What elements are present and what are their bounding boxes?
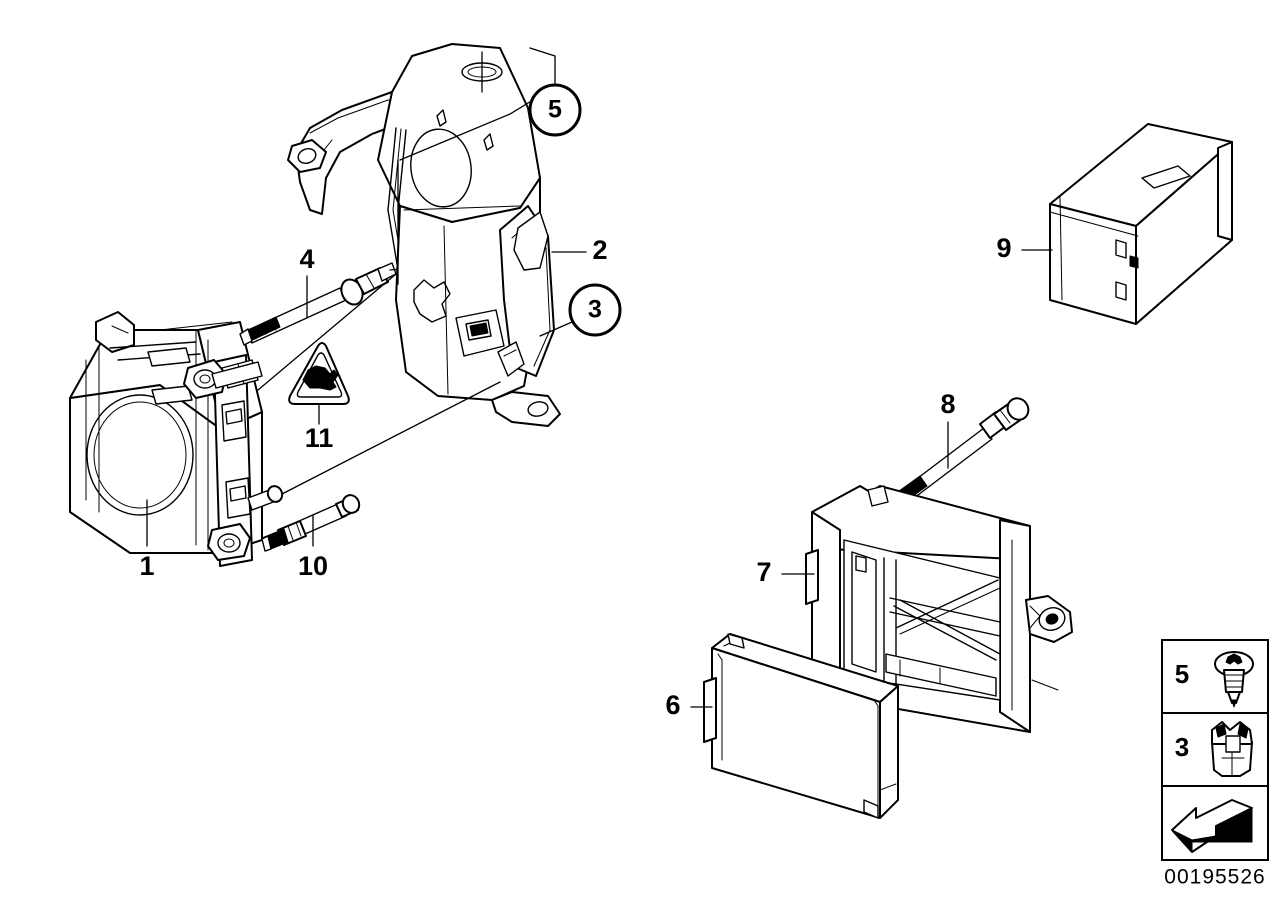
part-sensor-mounting-bracket[interactable] [287,43,561,427]
part-control-unit[interactable] [703,633,899,819]
part-sensor-fastener-stub [247,485,284,511]
callout-label-1: 1 [139,551,154,581]
callout-label-6: 6 [665,690,680,720]
part-control-unit-holder[interactable] [805,485,1073,733]
part-warning-label-triangle[interactable] [288,342,350,405]
callout-circle-3[interactable]: 3 [568,283,622,337]
expanding-rivet-icon [1211,721,1253,777]
callout-label-8: 8 [940,389,955,419]
pan-head-tapping-screw-icon [1214,651,1254,708]
callout-label-11: 11 [305,423,334,453]
callout-label-3: 3 [588,296,602,324]
part-torx-bolt[interactable] [261,493,362,552]
diagram-number: 00195526 [1164,866,1265,889]
callout-circle-5[interactable]: 5 [528,83,582,137]
legend-label-5: 5 [1175,659,1189,689]
callout-leader-5 [397,47,556,285]
part-hex-head-bolt[interactable] [239,262,397,346]
callout-label-9: 9 [996,233,1011,263]
callout-label-5: 5 [548,96,562,124]
part-control-module-box[interactable] [1049,123,1233,325]
callout-label-2: 2 [592,235,607,265]
callout-label-7: 7 [756,557,771,587]
legend-label-3: 3 [1175,732,1189,762]
callout-label-4: 4 [299,244,314,274]
part-fillister-head-screw[interactable] [891,394,1033,507]
assembly-leader-lines [257,273,501,495]
callout-leader-3 [539,321,573,337]
legend-panel: 5 3 [1161,639,1269,861]
callout-label-10: 10 [298,551,328,581]
arrow-direction-icon [1171,799,1253,853]
part-radar-sensor-module[interactable] [69,311,263,567]
